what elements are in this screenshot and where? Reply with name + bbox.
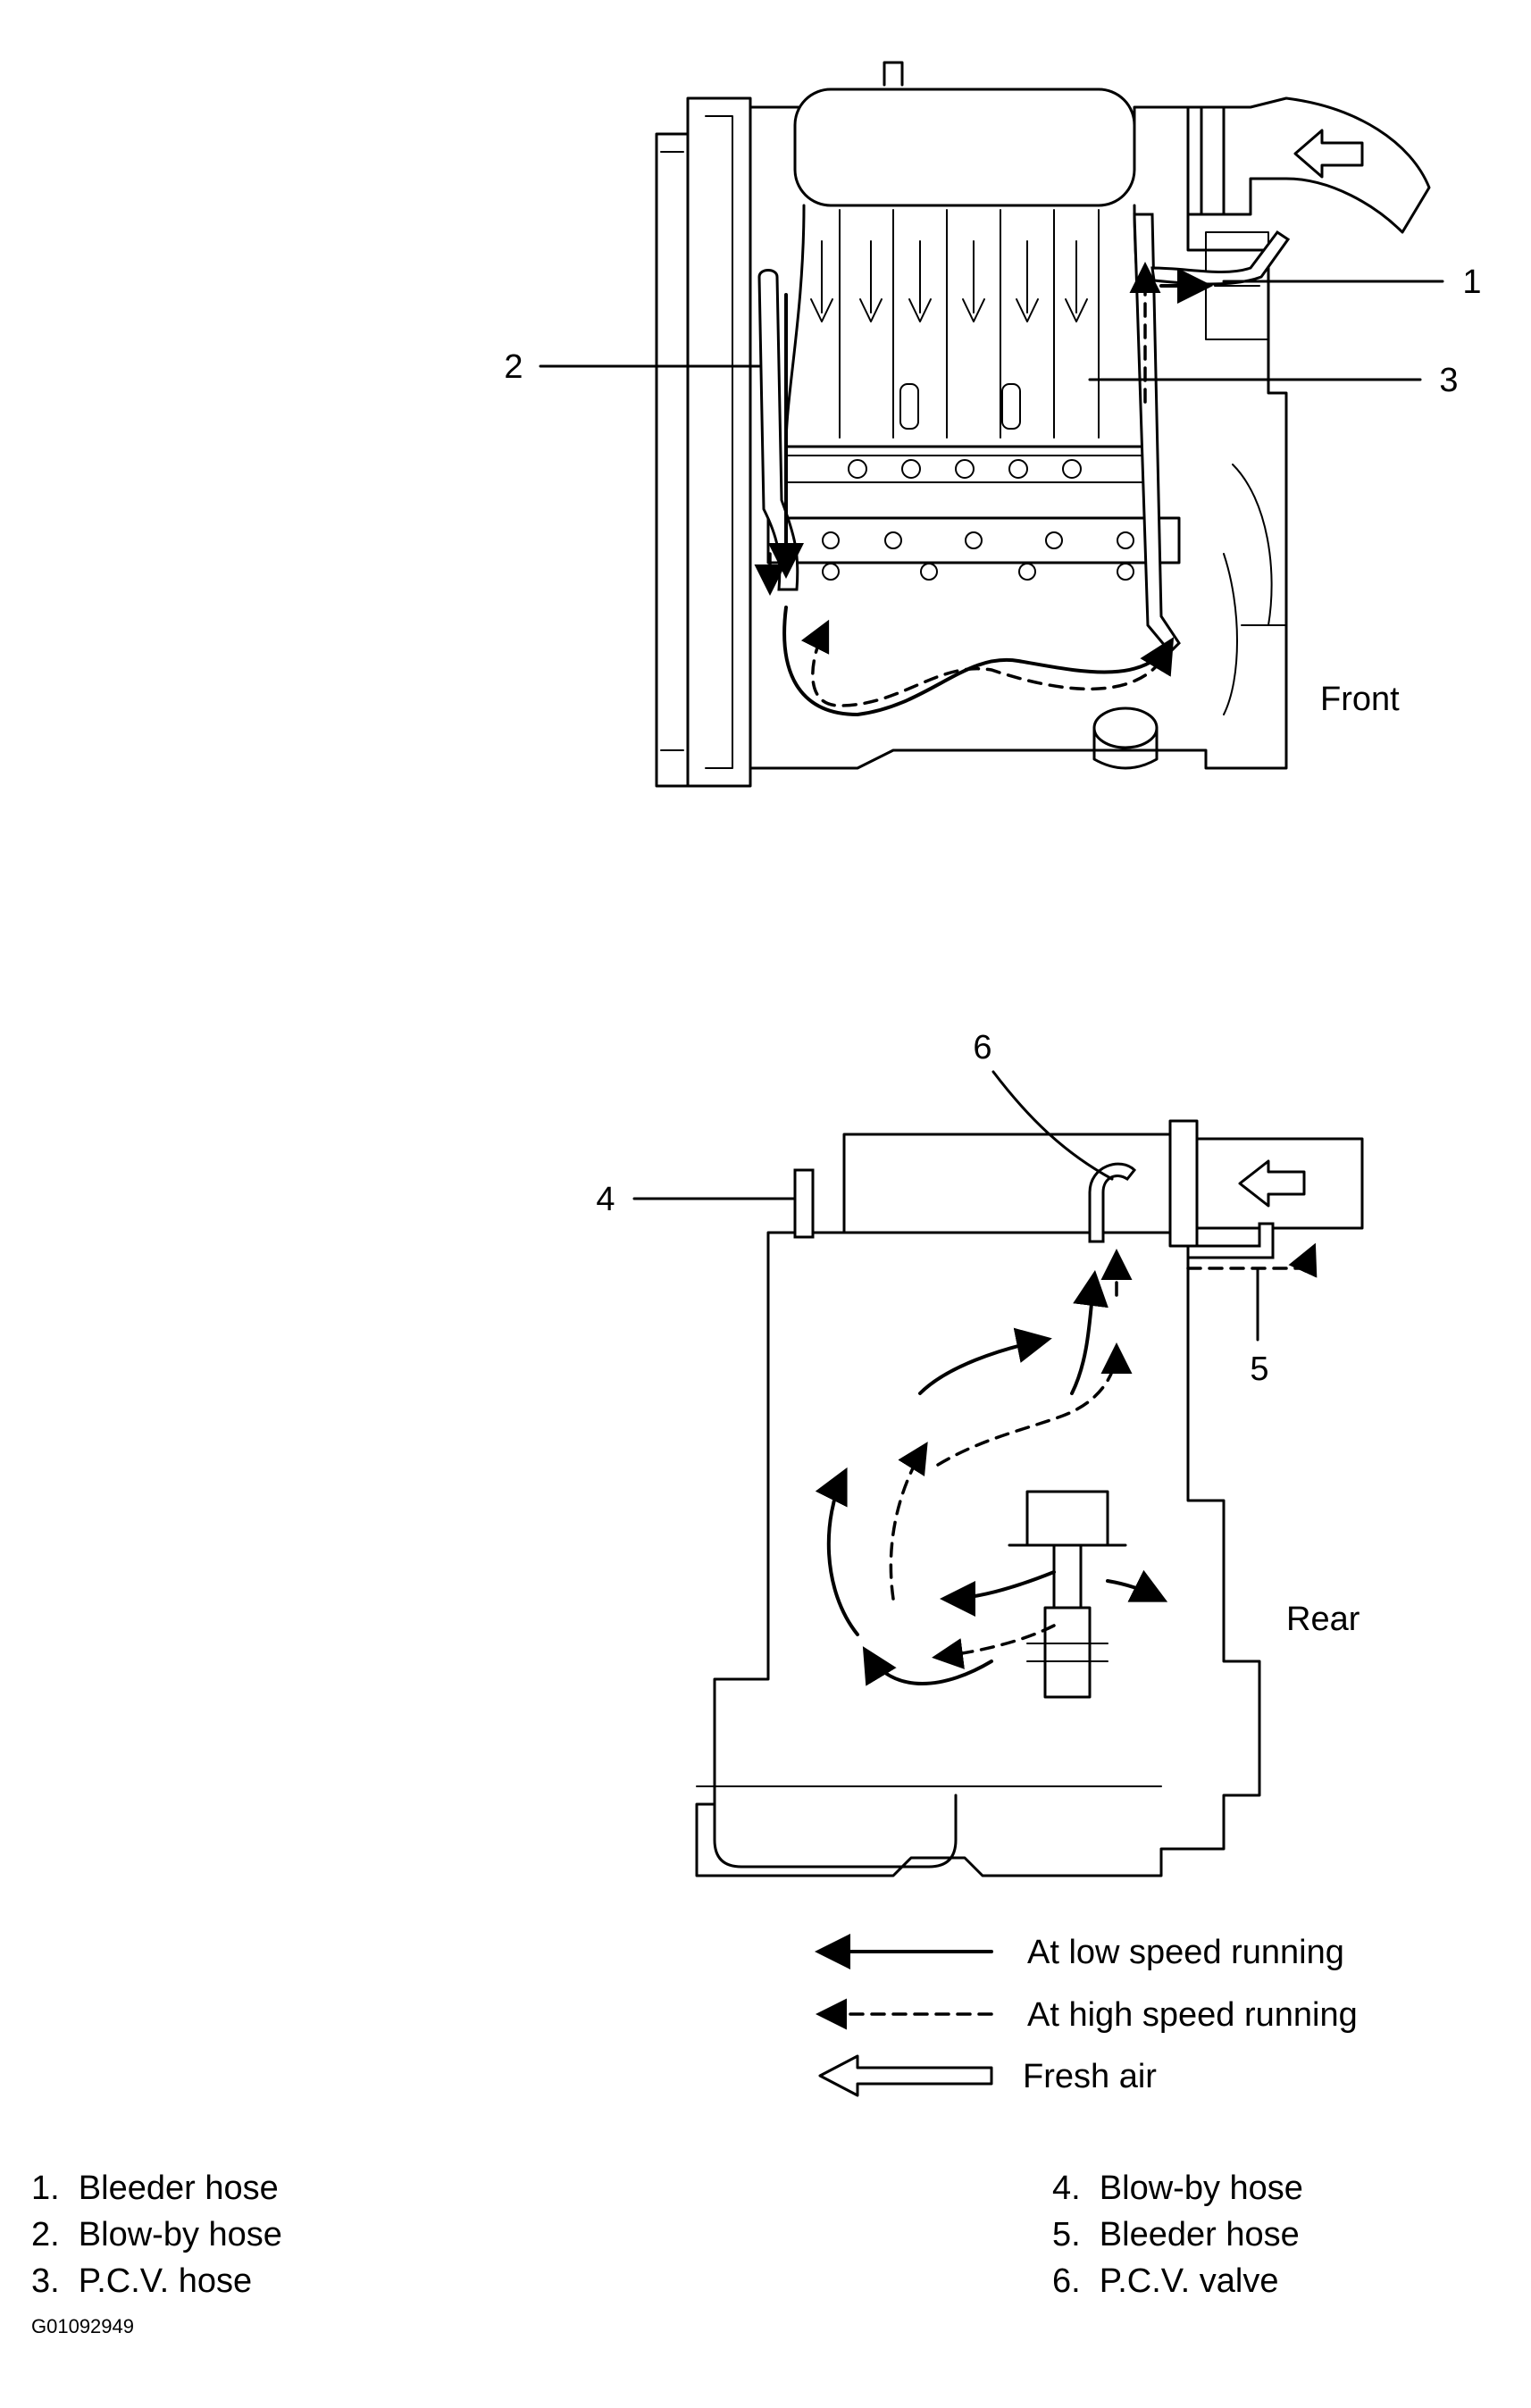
callout-6: 6 [973,1029,991,1066]
part-3: 3. P.C.V. hose [31,2262,252,2300]
part-6: 6. P.C.V. valve [1052,2262,1279,2300]
rear-view-label: Rear [1286,1601,1360,1638]
callout-4: 4 [596,1181,615,1218]
legend: At low speed running At high speed runni… [815,1934,1358,2097]
legend-fresh-air-label: Fresh air [1023,2058,1157,2095]
front-callout-lines [539,280,1444,381]
callout-3: 3 [1439,362,1458,399]
legend-high-speed-label: At high speed running [1027,1996,1358,2034]
figure-code: G01092949 [31,2315,134,2337]
part-4: 4. Blow-by hose [1052,2170,1303,2207]
part-1: 1. Bleeder hose [31,2170,279,2207]
parts-list: 1. Bleeder hose 2. Blow-by hose 3. P.C.V… [31,2170,1303,2300]
callout-2: 2 [504,348,523,386]
front-view-label: Front [1320,681,1400,718]
part-5: 5. Bleeder hose [1052,2216,1300,2253]
legend-low-speed-label: At low speed running [1027,1934,1344,1971]
legend-fresh-air-arrow [818,2054,993,2097]
rear-view-engine [695,1119,1364,1877]
rear-callout-lines [632,1070,1259,1342]
callout-5: 5 [1250,1350,1268,1388]
callout-1: 1 [1462,263,1481,301]
part-2: 2. Blow-by hose [31,2216,282,2253]
front-view-engine [655,61,1431,788]
